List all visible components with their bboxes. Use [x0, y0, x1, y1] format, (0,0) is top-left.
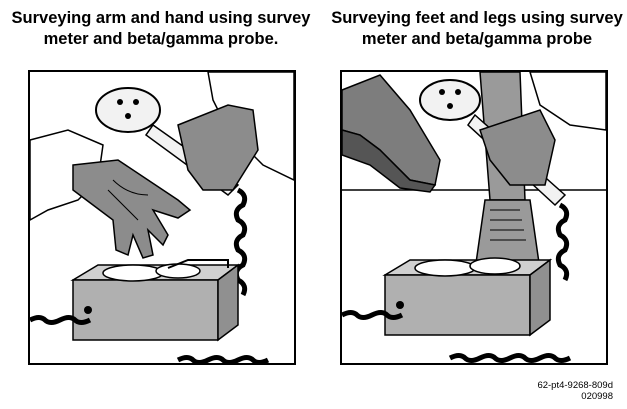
- gloved-hand-icon: [72, 159, 192, 259]
- caption-left-line2: meter and beta/gamma probe.: [43, 30, 279, 48]
- caption-right-line1: Surveying feet and legs using survey: [331, 9, 623, 27]
- arm-hand-survey-illustration: [28, 70, 296, 365]
- figure-date: 020998: [581, 391, 613, 402]
- caption-right: Surveying feet and legs using survey met…: [322, 8, 627, 50]
- shoe-icon: [341, 74, 441, 193]
- caption-left-line1: Surveying arm and hand using survey: [11, 9, 311, 27]
- survey-meter-icon-right: [382, 257, 553, 337]
- caption-right-line2: meter and beta/gamma probe: [361, 30, 593, 48]
- caption-left: Surveying arm and hand using survey mete…: [6, 8, 316, 50]
- figure-code: 62-pt4-9268-809d: [537, 380, 613, 391]
- survey-meter-icon: [70, 259, 241, 342]
- feet-legs-survey-illustration: [340, 70, 608, 365]
